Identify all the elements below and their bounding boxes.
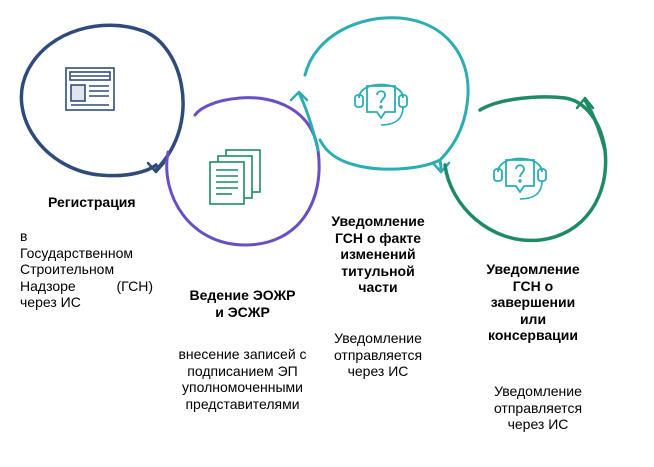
step-4-arc — [443, 95, 608, 243]
step-3-tail — [438, 158, 443, 173]
step-3-title-line: изменений — [340, 246, 416, 263]
step-4-title-line: или — [519, 310, 547, 327]
step-4-title: Уведомление ГСН о завершении или консерв… — [468, 261, 598, 344]
step-4-tail — [583, 98, 607, 152]
step-3-arc — [303, 16, 470, 171]
step-4-title-line: Уведомление — [486, 261, 580, 277]
step-2-arc — [165, 96, 321, 247]
step-2-title: Ведение ЭОЖР и ЭСЖР — [170, 287, 315, 320]
step-1-description-line: Государственном — [20, 244, 134, 261]
step-4-title-line: ГСН о — [512, 277, 554, 294]
support-headset-icon — [354, 83, 408, 126]
step-3-title-line: Уведомление — [331, 213, 425, 229]
step-2-description-line: внесение записей с — [178, 346, 307, 362]
step-3-title-line: ГСН о факте — [335, 229, 421, 246]
step-2-description: внесение записей с подписанием ЭП уполно… — [160, 346, 325, 412]
step-1-title: Регистрация — [48, 194, 136, 210]
documents-stack-icon — [209, 149, 261, 205]
registration-form-icon — [65, 67, 115, 111]
step-1-description: в Государственном Строительном Надзоре (Г… — [20, 228, 153, 311]
step-1-description-line: Строительном — [20, 261, 115, 278]
step-3-description-line: отправляется — [333, 346, 423, 363]
step-3-title-line: титульной — [341, 262, 415, 279]
step-3-description-line: Уведомление — [334, 330, 422, 346]
step-3-description: Уведомление отправляется через ИС — [318, 330, 438, 380]
step-1-arc — [19, 23, 185, 178]
step-1-description-word: Надзоре — [20, 277, 76, 294]
step-4-description: Уведомление отправляется через ИС — [478, 383, 598, 433]
step-3-description-line: через ИС — [347, 363, 409, 380]
step-4-title-line: завершении — [490, 294, 576, 311]
step-3-title: Уведомление ГСН о факте изменений титуль… — [318, 213, 438, 296]
step-2-title-line: и ЭСЖР — [215, 303, 270, 320]
step-2-description-line: уполномоченными — [182, 379, 303, 396]
step-1-description-line: Надзоре (ГСН) — [20, 278, 153, 295]
step-4-title-line: консервации — [488, 327, 578, 344]
step-2-tail — [297, 91, 320, 152]
step-3-title-line: части — [358, 279, 398, 296]
step-1-description-word: (ГСН) — [116, 277, 154, 294]
step-4-description-line: через ИС — [507, 416, 569, 433]
step-1-arrow — [146, 161, 166, 174]
step-2-title-line: Ведение ЭОЖР — [189, 287, 296, 303]
step-1-description-line: в — [20, 228, 28, 244]
step-2-description-line: подписанием ЭП — [187, 362, 298, 379]
step-4-description-line: отправляется — [493, 399, 583, 416]
step-4-arrow — [575, 96, 595, 110]
support-headset-icon — [493, 157, 547, 200]
step-2-description-line: представителями — [185, 395, 300, 412]
step-4-description-line: Уведомление — [494, 383, 582, 399]
step-1-description-line: через ИС — [20, 294, 81, 311]
